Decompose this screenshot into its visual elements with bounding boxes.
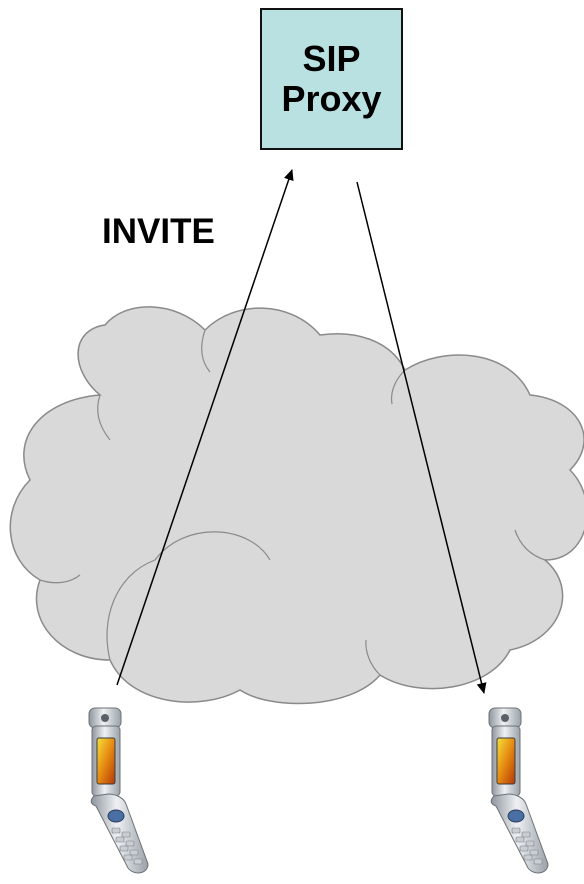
invite-arrow-to-proxy	[116, 169, 294, 686]
invite-message-label: INVITE	[102, 212, 215, 251]
sip-proxy-box: SIP Proxy	[260, 8, 403, 150]
proxy-title-line2: Proxy	[281, 78, 382, 119]
flip-phone-icon	[488, 707, 549, 874]
proxy-title-line1: SIP	[302, 38, 361, 79]
network-cloud	[9, 306, 584, 705]
flip-phone-icon	[88, 707, 149, 874]
invite-arrow-to-callee	[356, 181, 487, 694]
